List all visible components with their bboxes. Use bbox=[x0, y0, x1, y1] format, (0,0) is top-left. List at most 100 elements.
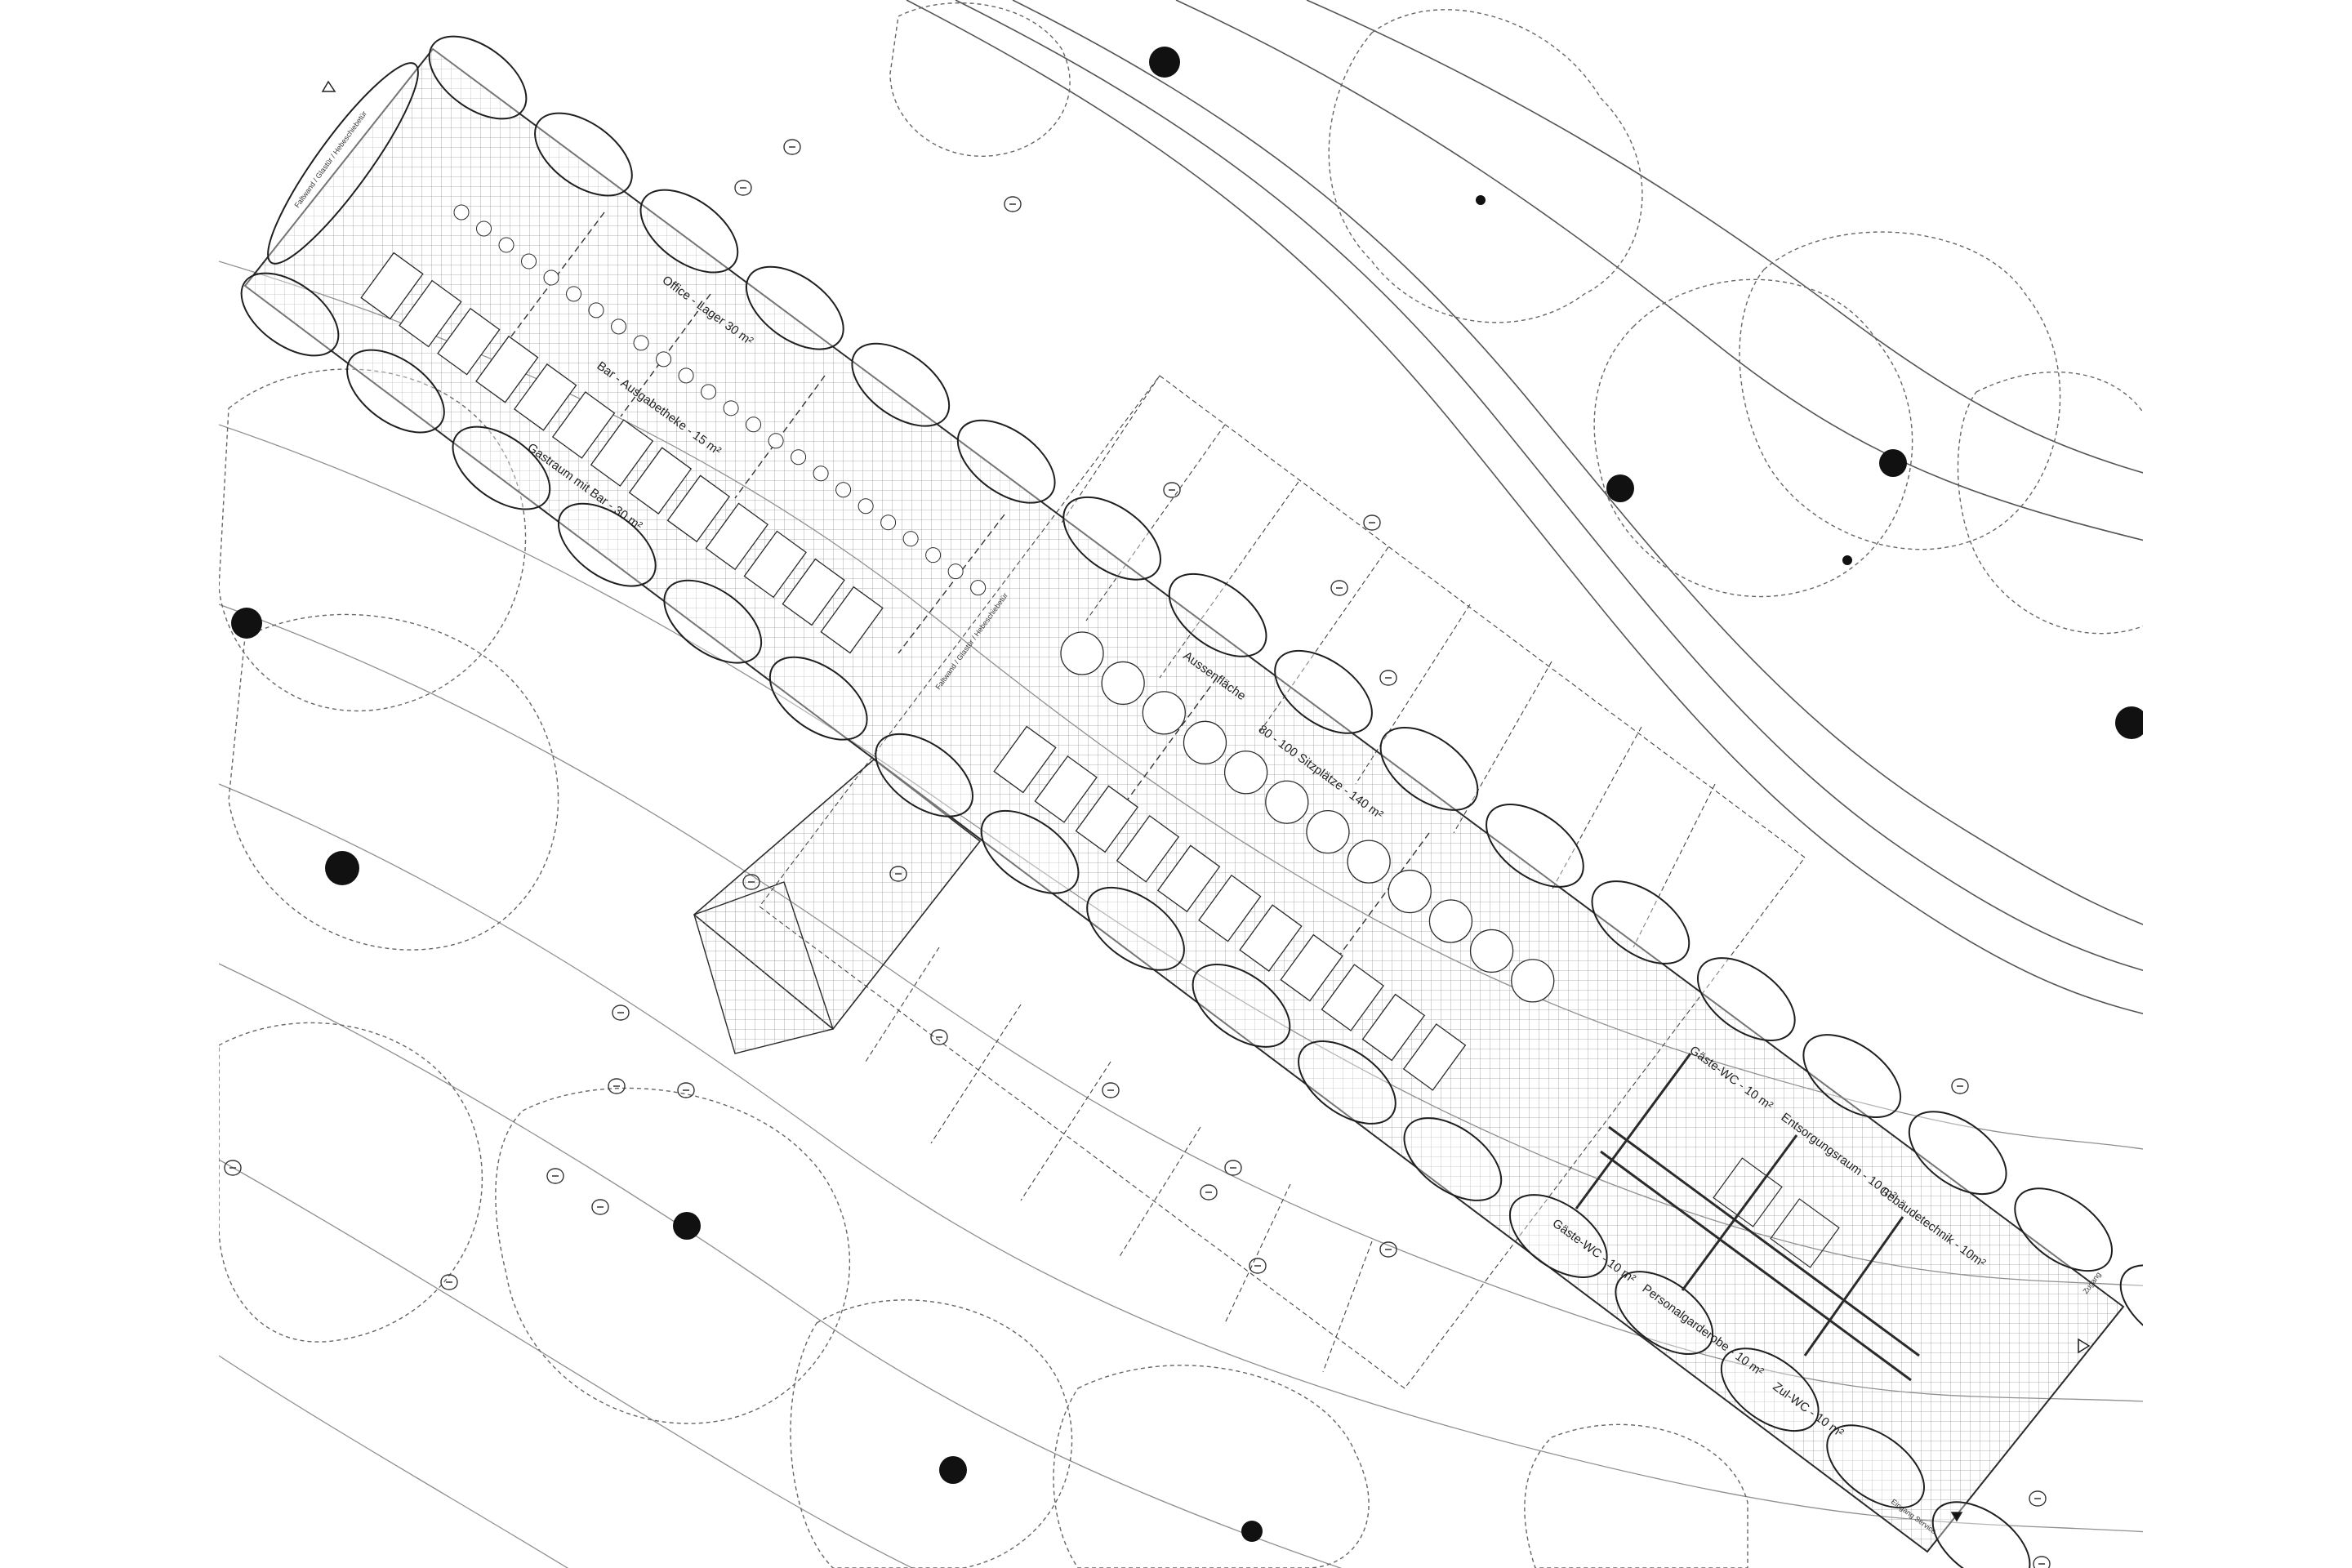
shrub-icon bbox=[742, 874, 760, 890]
shrub-symbols bbox=[224, 139, 2051, 1568]
round-table bbox=[1101, 661, 1145, 706]
round-table bbox=[1265, 780, 1309, 824]
roof-lens bbox=[2014, 1187, 2114, 1272]
roof-lens bbox=[1486, 804, 1584, 888]
table bbox=[437, 307, 501, 376]
table bbox=[666, 474, 731, 543]
bar-stool bbox=[835, 482, 852, 498]
bar-stool bbox=[902, 531, 919, 547]
tables bbox=[360, 252, 1467, 1091]
table bbox=[1116, 814, 1180, 883]
round-table bbox=[1388, 869, 1432, 914]
round-table bbox=[1223, 751, 1268, 795]
roof-lens bbox=[1931, 1501, 2031, 1568]
table bbox=[1361, 993, 1426, 1062]
shrub-icon bbox=[591, 1199, 609, 1215]
bar-stool bbox=[768, 433, 784, 449]
round-table bbox=[1183, 720, 1227, 764]
roof-lens bbox=[1379, 726, 1479, 811]
roof-lens bbox=[534, 112, 633, 197]
roof-lens bbox=[428, 35, 528, 120]
bar-stool bbox=[947, 564, 964, 580]
shrub-icon bbox=[889, 866, 907, 882]
bar-stool bbox=[476, 220, 492, 237]
bar-stool bbox=[858, 498, 874, 514]
table bbox=[1402, 1023, 1467, 1091]
shrub-icon bbox=[1200, 1184, 1218, 1200]
shrub-icon bbox=[1379, 670, 1397, 686]
bar-stool bbox=[498, 237, 514, 253]
terrace-triangles bbox=[759, 375, 1806, 1389]
table bbox=[993, 725, 1057, 794]
shrub-icon bbox=[1102, 1082, 1120, 1098]
bar-stool bbox=[813, 466, 829, 482]
roof-lens bbox=[1720, 1348, 1820, 1432]
shrub-icon bbox=[1249, 1258, 1267, 1274]
shrub-icon bbox=[546, 1168, 564, 1184]
bar-stools bbox=[453, 204, 987, 596]
bar-stool bbox=[611, 318, 627, 335]
shrub-icon bbox=[1004, 196, 1022, 212]
roof-lens bbox=[557, 502, 657, 587]
tree-trunks bbox=[231, 47, 2143, 1542]
table bbox=[514, 363, 577, 431]
shrub-icon bbox=[930, 1029, 948, 1045]
roof-lens bbox=[346, 349, 445, 434]
roof-lens-end bbox=[267, 62, 419, 265]
terrain-contours bbox=[219, 261, 2143, 1568]
bar-stool bbox=[588, 302, 604, 318]
table bbox=[551, 391, 616, 459]
bar-stool bbox=[746, 416, 762, 433]
bar-stool bbox=[633, 335, 649, 351]
table bbox=[475, 335, 539, 403]
roof-lens bbox=[663, 579, 763, 664]
table bbox=[743, 530, 807, 599]
roof-lens bbox=[1615, 1271, 1714, 1356]
roof-lens bbox=[1696, 957, 1796, 1041]
bar-stool bbox=[925, 547, 942, 564]
building-strip bbox=[243, 47, 2125, 1553]
roof-lens bbox=[1403, 1117, 1503, 1201]
roof-lens bbox=[639, 189, 739, 274]
roof-lens bbox=[851, 342, 951, 427]
shrub-icon bbox=[2029, 1490, 2047, 1507]
bar-stool bbox=[453, 204, 470, 220]
roof-lens bbox=[452, 425, 551, 510]
shrub-icon bbox=[224, 1160, 242, 1176]
shrub-icon bbox=[2033, 1556, 2051, 1568]
shrub-icon bbox=[783, 139, 801, 155]
table bbox=[1239, 904, 1303, 973]
shrub-icon bbox=[734, 180, 752, 196]
roof-lens bbox=[1274, 649, 1373, 734]
round-tables bbox=[1060, 631, 1555, 1003]
table bbox=[628, 447, 693, 514]
table bbox=[1075, 785, 1139, 853]
table bbox=[705, 502, 768, 571]
table bbox=[1034, 755, 1098, 823]
round-table bbox=[1306, 810, 1350, 854]
roof-lens bbox=[1908, 1111, 2007, 1196]
shrub-icon bbox=[1363, 514, 1381, 531]
shrub-icon bbox=[1163, 482, 1181, 498]
roof-lens bbox=[745, 265, 844, 350]
roof-lens bbox=[1062, 496, 1162, 581]
table bbox=[1280, 933, 1343, 1002]
bar-stool bbox=[566, 286, 582, 302]
roof-lens bbox=[1802, 1034, 1902, 1119]
table bbox=[360, 252, 424, 320]
round-table bbox=[1469, 929, 1514, 973]
shrub-icon bbox=[608, 1078, 626, 1094]
round-table bbox=[1511, 959, 1555, 1003]
roof-lens bbox=[875, 733, 974, 817]
bar-stool bbox=[521, 253, 537, 270]
bar-stool bbox=[970, 580, 987, 596]
table bbox=[1198, 874, 1262, 942]
bar-stool bbox=[723, 400, 739, 416]
shrub-icon bbox=[1330, 580, 1348, 596]
roof-lens bbox=[1086, 886, 1185, 971]
roof-lens bbox=[2119, 1264, 2143, 1349]
shrub-icon bbox=[1224, 1160, 1242, 1176]
table bbox=[399, 279, 462, 348]
shrub-icon bbox=[1951, 1078, 1969, 1094]
